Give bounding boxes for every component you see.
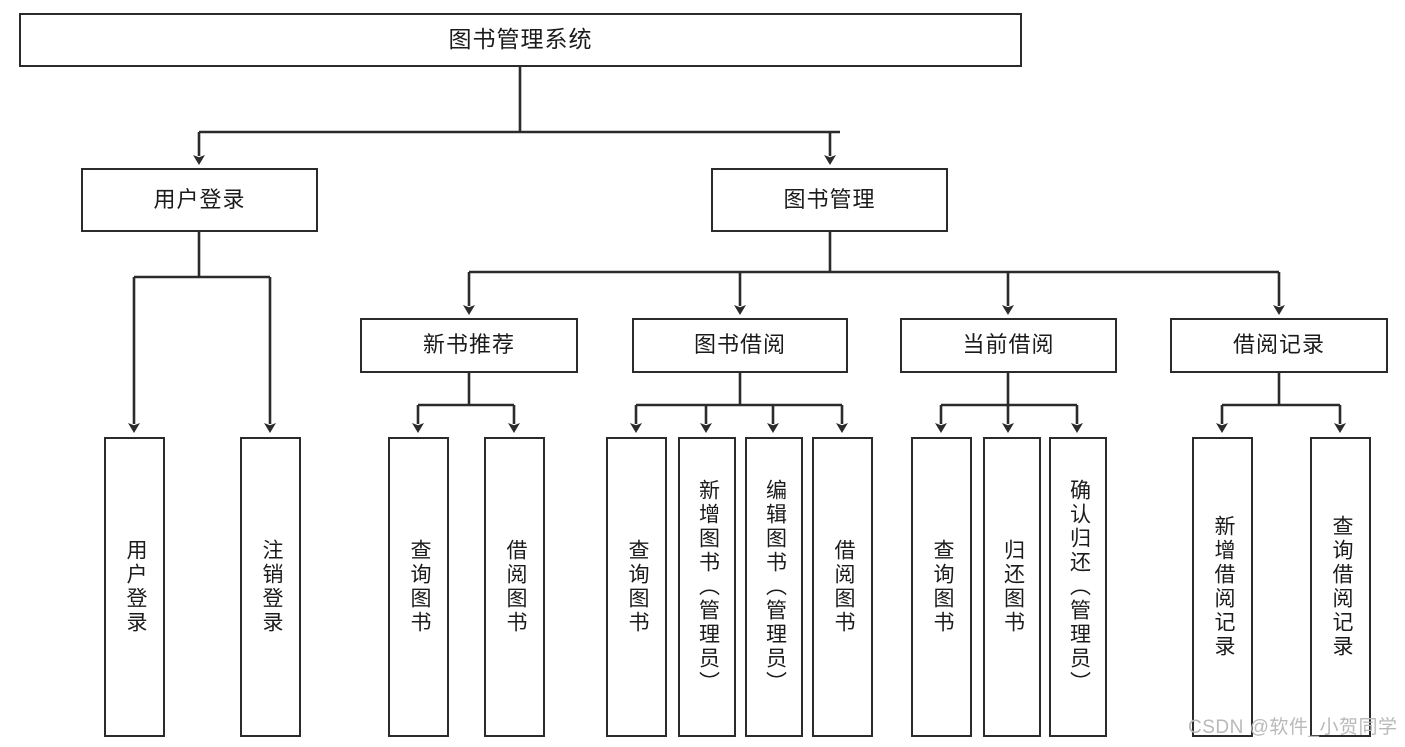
- leaf-label: 借阅图书: [831, 539, 855, 635]
- node-borrow-record[interactable]: 借阅记录: [1170, 318, 1388, 373]
- node-new-book-recommend[interactable]: 新书推荐: [360, 318, 578, 373]
- leaf-label: 借阅图书: [503, 539, 527, 635]
- leaf-return-book[interactable]: 归还图书: [983, 437, 1041, 737]
- leaf-add-borrow-record[interactable]: 新增借阅记录: [1192, 437, 1253, 737]
- node-user-login-label: 用户登录: [153, 186, 246, 212]
- leaf-query-borrow-record[interactable]: 查询借阅记录: [1310, 437, 1371, 737]
- node-root-label: 图书管理系统: [448, 26, 593, 53]
- leaf-query-book-recommend[interactable]: 查询图书: [388, 437, 449, 737]
- leaf-add-book-admin[interactable]: 新增图书（管理员）: [678, 437, 736, 737]
- node-user-login[interactable]: 用户登录: [81, 168, 318, 232]
- leaf-label: 查询图书: [625, 539, 649, 635]
- leaf-edit-book-admin[interactable]: 编辑图书（管理员）: [745, 437, 803, 737]
- leaf-label: 注销登录: [259, 539, 283, 635]
- leaf-label: 查询图书: [407, 539, 431, 635]
- leaf-label: 新增借阅记录: [1211, 515, 1235, 659]
- leaf-label: 用户登录: [123, 539, 147, 635]
- node-root[interactable]: 图书管理系统: [19, 13, 1022, 67]
- node-new-book-recommend-label: 新书推荐: [422, 332, 515, 358]
- leaf-label: 确认归还（管理员）: [1067, 479, 1091, 695]
- leaf-user-login[interactable]: 用户登录: [104, 437, 165, 737]
- leaf-logout[interactable]: 注销登录: [240, 437, 301, 737]
- leaf-borrow-book-recommend[interactable]: 借阅图书: [484, 437, 545, 737]
- node-current-borrow-label: 当前借阅: [962, 332, 1055, 358]
- leaf-confirm-return-admin[interactable]: 确认归还（管理员）: [1049, 437, 1107, 737]
- leaf-label: 查询借阅记录: [1329, 515, 1353, 659]
- leaf-label: 编辑图书（管理员）: [763, 479, 787, 695]
- leaf-label: 查询图书: [930, 539, 954, 635]
- leaf-query-book-current[interactable]: 查询图书: [911, 437, 972, 737]
- leaf-borrow-book[interactable]: 借阅图书: [812, 437, 873, 737]
- leaf-query-book-borrow[interactable]: 查询图书: [606, 437, 667, 737]
- leaf-label: 归还图书: [1001, 539, 1025, 635]
- node-book-management-label: 图书管理: [783, 186, 876, 212]
- node-current-borrow[interactable]: 当前借阅: [900, 318, 1117, 373]
- node-borrow-record-label: 借阅记录: [1232, 332, 1325, 358]
- node-book-borrow-label: 图书借阅: [693, 332, 786, 358]
- node-book-borrow[interactable]: 图书借阅: [632, 318, 848, 373]
- node-book-management[interactable]: 图书管理: [711, 168, 948, 232]
- leaf-label: 新增图书（管理员）: [696, 479, 720, 695]
- watermark: CSDN @软件_小贺同学: [1188, 717, 1398, 738]
